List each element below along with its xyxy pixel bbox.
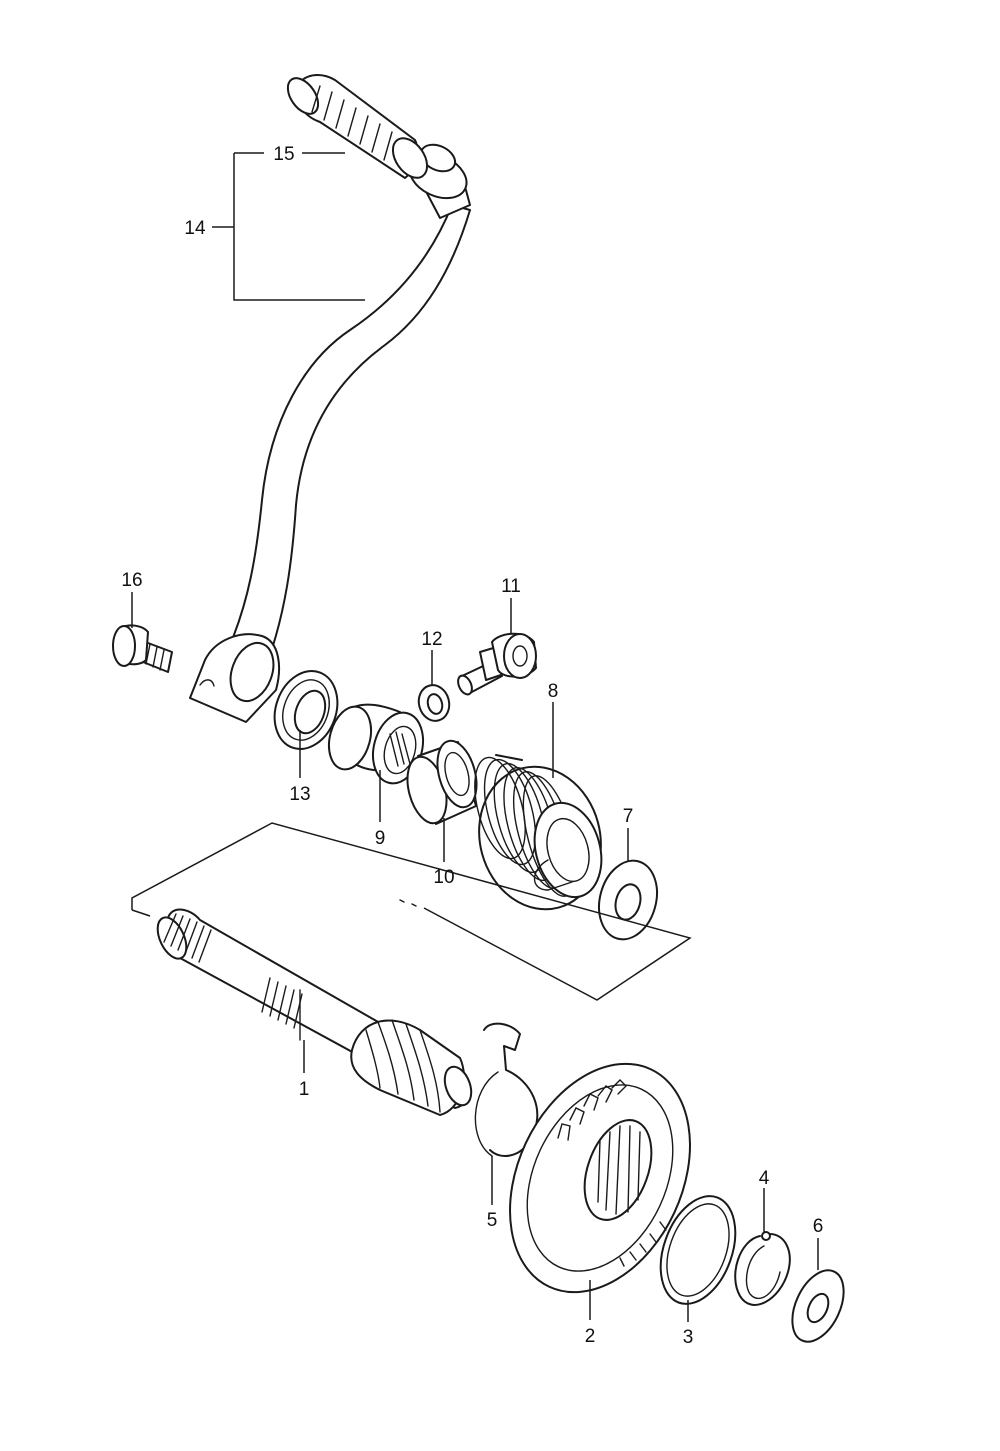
washer-7 xyxy=(598,859,658,941)
rubber-grip xyxy=(286,74,429,179)
sub-assembly-frame xyxy=(131,822,692,1001)
washer-6 xyxy=(791,1269,845,1343)
callout-7: 7 xyxy=(623,806,634,827)
callout-1: 1 xyxy=(299,1079,310,1100)
oil-seal-13 xyxy=(273,670,339,750)
ring-3 xyxy=(659,1195,737,1305)
leader-lines xyxy=(131,152,819,1322)
callout-14: 14 xyxy=(184,218,206,239)
bolt-16 xyxy=(112,624,173,673)
callout-labels: 15 14 16 11 12 8 13 7 9 10 1 4 5 6 2 3 xyxy=(121,144,823,1348)
washer-12 xyxy=(417,684,451,722)
callout-2: 2 xyxy=(585,1326,596,1347)
collar-10 xyxy=(406,739,478,825)
callout-9: 9 xyxy=(375,828,386,849)
spring-clip-5 xyxy=(474,1022,539,1157)
bolt-11 xyxy=(457,632,537,696)
callout-16: 16 xyxy=(121,570,142,591)
callout-6: 6 xyxy=(813,1216,824,1237)
callout-5: 5 xyxy=(487,1210,498,1231)
callout-12: 12 xyxy=(421,629,442,650)
callout-11: 11 xyxy=(501,576,521,597)
circlip-4 xyxy=(734,1231,791,1306)
callout-8: 8 xyxy=(548,681,559,702)
callout-3: 3 xyxy=(683,1327,694,1348)
callout-15: 15 xyxy=(273,144,294,165)
callout-4: 4 xyxy=(759,1168,770,1189)
holder-9 xyxy=(327,703,424,785)
kick-gear-2 xyxy=(509,1062,691,1294)
callout-10: 10 xyxy=(433,867,454,888)
kick-shaft-1 xyxy=(156,908,473,1116)
return-spring-8 xyxy=(474,754,603,911)
callout-13: 13 xyxy=(289,784,310,805)
